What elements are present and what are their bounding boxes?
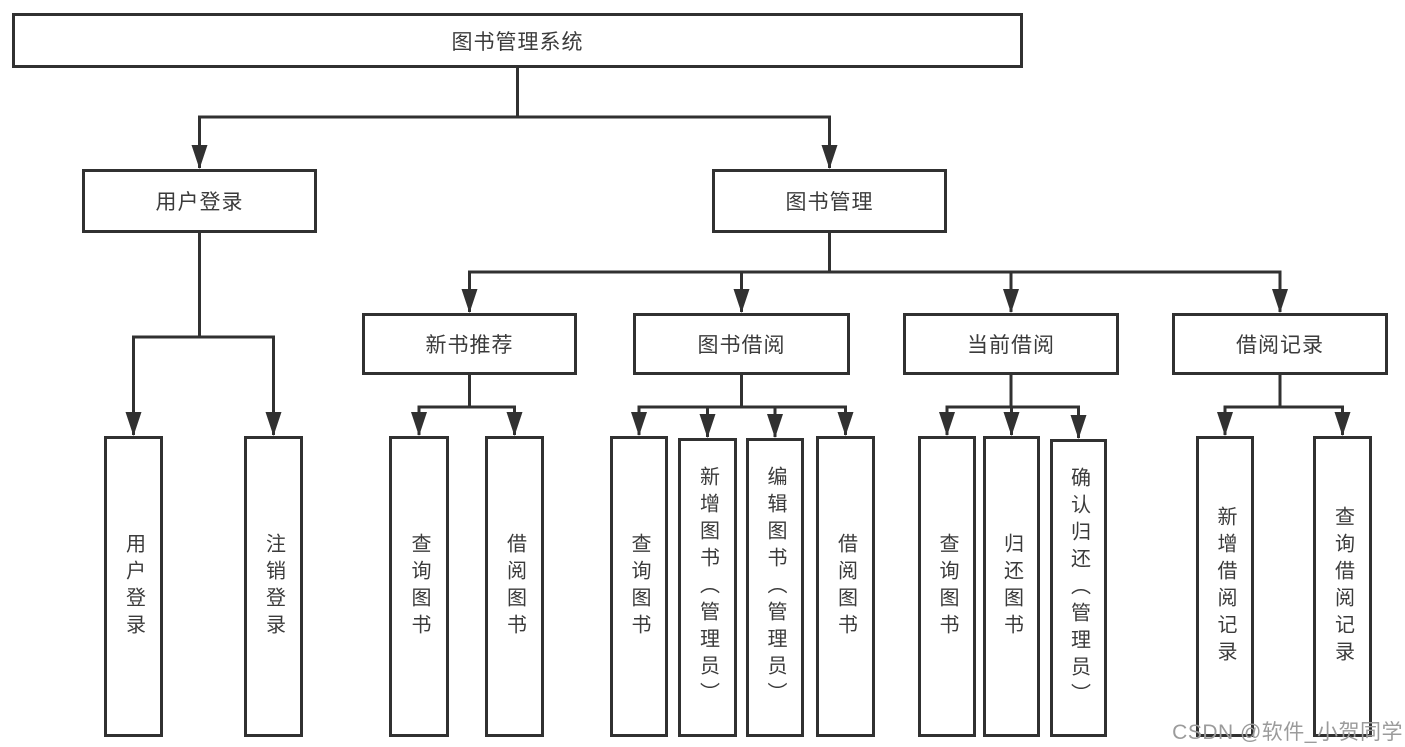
- connector-userlogin-to-leaves: [125, 233, 282, 436]
- connector-borrowrecord-to-leaves: [1217, 375, 1351, 436]
- leaf-newbook-query-books: 查询图书: [389, 436, 449, 737]
- leaf-query-borrow-record: 查询借阅记录: [1313, 436, 1372, 737]
- connector-currentborrow-to-leaves: [939, 375, 1087, 439]
- node-root-system: 图书管理系统: [12, 13, 1023, 68]
- node-new-book-recommend-label: 新书推荐: [425, 334, 514, 357]
- node-borrowing-records-label: 借阅记录: [1236, 334, 1324, 357]
- leaf-return-books: 归还图书: [983, 436, 1040, 737]
- node-user-login-label: 用户登录: [155, 191, 244, 214]
- node-user-login: 用户登录: [82, 169, 317, 233]
- node-book-management-label: 图书管理: [785, 191, 874, 214]
- leaf-add-books-admin: 新增图书（管理员）: [678, 438, 737, 737]
- node-new-book-recommend: 新书推荐: [362, 313, 577, 375]
- node-current-borrowing-label: 当前借阅: [967, 334, 1055, 357]
- leaf-borrow-query-books: 查询图书: [610, 436, 668, 737]
- leaf-borrow-query-books-label: 查询图书: [628, 532, 650, 641]
- leaf-add-books-admin-label: 新增图书（管理员）: [696, 466, 719, 709]
- leaf-return-books-label: 归还图书: [1000, 532, 1023, 641]
- leaf-newbook-query-books-label: 查询图书: [408, 532, 430, 641]
- node-borrowing-records: 借阅记录: [1172, 313, 1388, 375]
- leaf-add-borrow-record: 新增借阅记录: [1196, 436, 1254, 737]
- node-book-management: 图书管理: [712, 169, 947, 233]
- leaf-logout-label: 注销登录: [262, 532, 285, 641]
- node-root-system-label: 图书管理系统: [451, 30, 584, 54]
- connector-bookborrow-to-leaves: [631, 375, 854, 438]
- leaf-logout: 注销登录: [244, 436, 303, 737]
- leaf-user-login-label: 用户登录: [122, 532, 145, 641]
- connector-newbook-to-leaves: [411, 375, 523, 436]
- connector-root-to-level1: [191, 68, 838, 169]
- csdn-watermark: CSDN @软件_小贺同学: [1172, 721, 1403, 744]
- connector-bookmgmt-to-level2: [461, 233, 1288, 313]
- leaf-borrow-books: 借阅图书: [816, 436, 875, 737]
- leaf-borrow-books-label: 借阅图书: [834, 532, 857, 641]
- leaf-edit-books-admin: 编辑图书（管理员）: [746, 438, 804, 737]
- leaf-query-borrow-record-label: 查询借阅记录: [1331, 505, 1354, 668]
- node-book-borrowing-label: 图书借阅: [697, 334, 786, 357]
- leaf-current-query-books-label: 查询图书: [936, 532, 958, 641]
- leaf-current-query-books: 查询图书: [918, 436, 976, 737]
- leaf-confirm-return-admin-label: 确认归还（管理员）: [1067, 466, 1090, 710]
- node-current-borrowing: 当前借阅: [903, 313, 1119, 375]
- leaf-newbook-borrow-books-label: 借阅图书: [503, 532, 526, 641]
- leaf-newbook-borrow-books: 借阅图书: [485, 436, 544, 737]
- leaf-confirm-return-admin: 确认归还（管理员）: [1050, 439, 1107, 737]
- leaf-add-borrow-record-label: 新增借阅记录: [1214, 505, 1236, 668]
- node-book-borrowing: 图书借阅: [633, 313, 850, 375]
- leaf-edit-books-admin-label: 编辑图书（管理员）: [764, 466, 786, 709]
- leaf-user-login: 用户登录: [104, 436, 163, 737]
